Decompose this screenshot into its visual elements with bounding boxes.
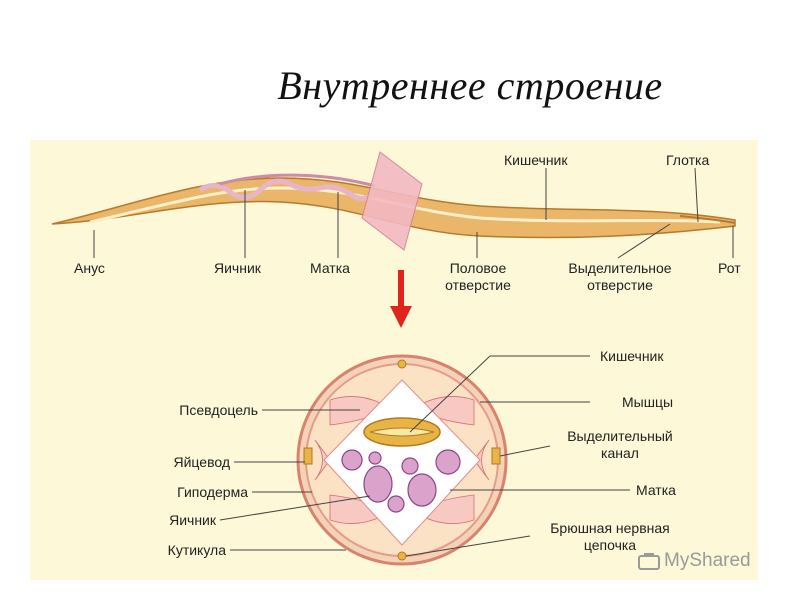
watermark-text: MyShared [664,550,751,571]
diagram-panel: Кишечник Глотка Анус Яичник Матка Полово… [30,140,758,580]
worm-uterus-tube [219,173,376,188]
label-pseudocoel: Псевдоцель [179,402,258,418]
worm-anatomy-diagram [51,151,736,566]
label-oviduct: Яйцевод [173,454,230,470]
nerve-cord-dorsal [397,359,407,369]
nerve-cord-ventral [397,551,407,561]
label-ovary-top: Яичник [214,260,261,276]
label-excretory-pore: Выделительное отверстие [568,260,672,293]
label-muscles: Мышцы [622,394,674,410]
egg-sections [341,449,461,513]
section-plane [361,151,423,251]
top-leader-lines [93,167,734,259]
pseudocoel [323,379,481,546]
label-hypodermis: Гиподерма [177,484,248,500]
worm-longitudinal [51,151,736,251]
muscle-cells [314,396,490,524]
label-uterus-section: Матка [636,482,676,498]
myshared-logo-icon [638,553,660,570]
section-leader-lines [219,355,630,557]
worm-ovary-coil [198,178,377,201]
label-anus: Анус [74,260,105,276]
intestine-lumen [369,427,435,437]
label-excretory-canal: Выделительный канал [567,428,673,461]
label-intestine-section: Кишечник [600,348,664,364]
label-uterus-top: Матка [310,260,350,276]
label-ventral-nerve-cord: Брюшная нервная цепочка [550,520,670,553]
excretory-canal-left [303,447,313,465]
label-cuticle: Кутикула [167,542,226,558]
label-ovary-section: Яичник [169,512,216,528]
label-pharynx: Глотка [666,152,710,168]
label-intestine-top: Кишечник [504,152,568,168]
page-title: Внутреннее строение [277,63,663,108]
excretory-canal-right [491,447,501,465]
label-mouth: Рот [718,260,741,276]
worm-pharynx [679,215,736,224]
red-arrow-down-icon [390,270,412,328]
label-genital-pore: Половое отверстие [445,260,511,293]
cross-section [296,354,508,566]
watermark: MyShared [638,550,751,572]
